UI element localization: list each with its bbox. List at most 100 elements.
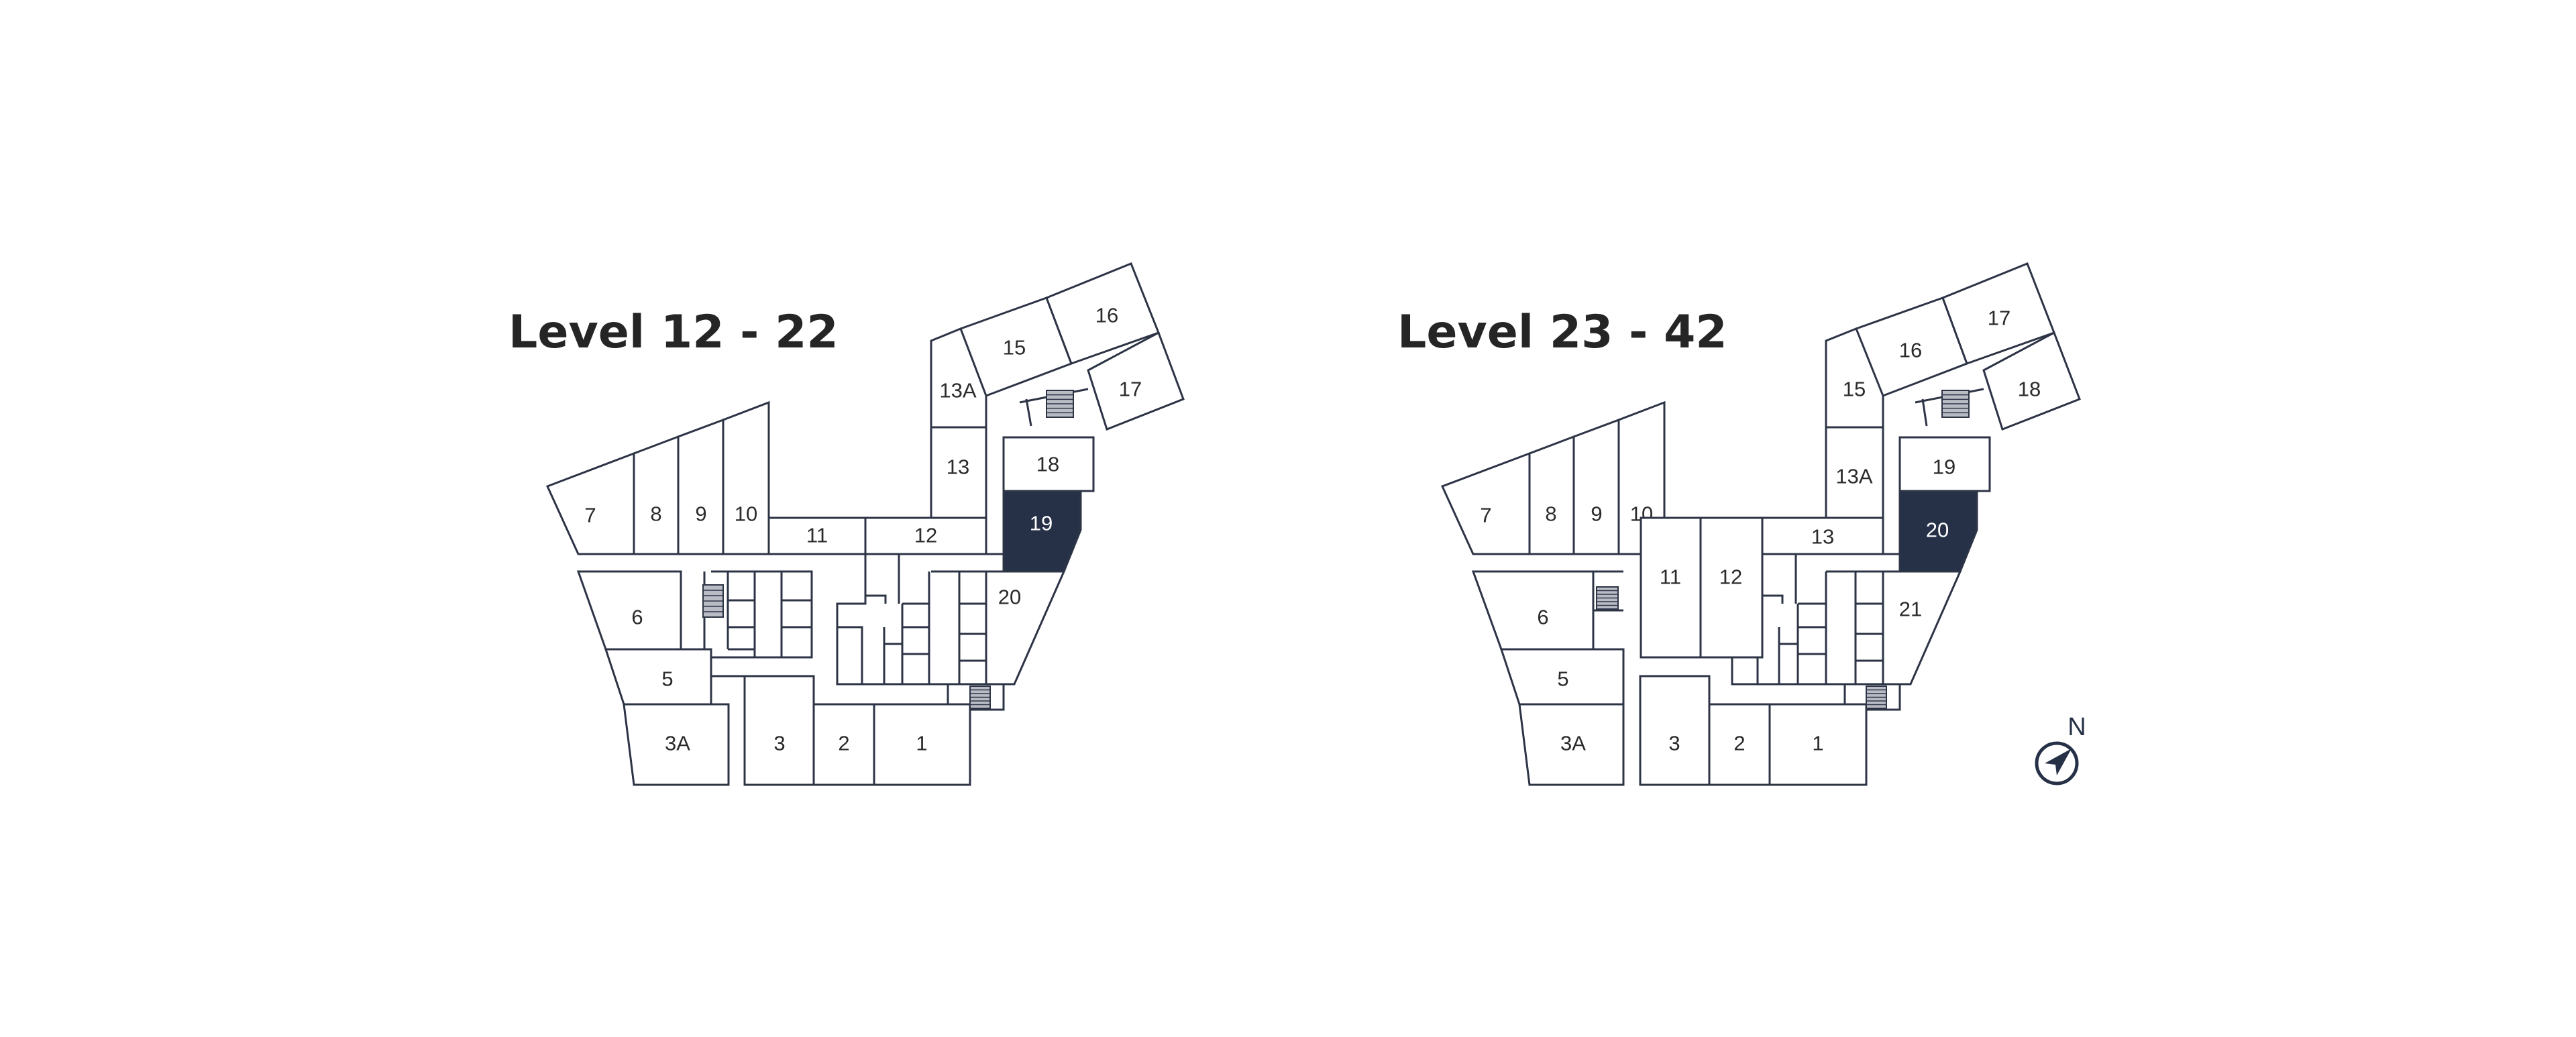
unit-label: 3A <box>1560 732 1586 755</box>
unit-outline[interactable] <box>1639 675 1711 786</box>
stair-icon <box>1046 390 1074 418</box>
unit-6[interactable]: 6 <box>576 570 682 651</box>
unit-label: 21 <box>1899 598 1922 621</box>
unit-20[interactable]: 20 <box>985 570 1066 686</box>
unit-outline[interactable] <box>576 570 682 651</box>
unit-outline[interactable] <box>1768 703 1868 786</box>
unit-label: 3 <box>773 732 785 755</box>
unit-outline[interactable] <box>1087 331 1185 431</box>
unit-outline[interactable] <box>1002 436 1095 492</box>
unit-9[interactable]: 9 <box>677 418 724 555</box>
unit-17[interactable]: 17 <box>1941 262 2055 365</box>
unit-label: 19 <box>1030 512 1053 535</box>
unit-10[interactable]: 10 <box>1617 400 1666 555</box>
unit-1[interactable]: 1 <box>873 703 971 786</box>
core-wall <box>837 626 902 684</box>
unit-outline[interactable] <box>1471 570 1595 651</box>
unit-outline[interactable] <box>743 675 815 786</box>
core-wall <box>1796 602 1826 684</box>
unit-outline[interactable] <box>633 435 680 555</box>
unit-9[interactable]: 9 <box>1572 418 1620 555</box>
unit-21[interactable]: 21 <box>1882 570 1962 686</box>
unit-outline[interactable] <box>985 570 1066 686</box>
unit-outline[interactable] <box>1898 490 1978 573</box>
unit-label: 2 <box>838 732 849 755</box>
unit-1[interactable]: 1 <box>1768 703 1868 786</box>
core-wall <box>1843 684 1901 711</box>
unit-label: 9 <box>695 502 706 526</box>
unit-label: 16 <box>1095 304 1118 327</box>
unit-3[interactable]: 3 <box>1639 675 1711 786</box>
unit-13[interactable]: 13 <box>930 426 987 519</box>
unit-outline[interactable] <box>873 703 971 786</box>
compass-north-label: N <box>2068 713 2086 741</box>
unit-label: 11 <box>1660 565 1681 589</box>
core-wall <box>836 554 987 686</box>
unit-8[interactable]: 8 <box>1528 435 1575 555</box>
unit-19[interactable]: 19 <box>1898 436 1991 492</box>
unit-outline[interactable] <box>1518 703 1625 786</box>
unit-5[interactable]: 5 <box>604 648 712 706</box>
unit-3[interactable]: 3 <box>743 675 815 786</box>
unit-outline[interactable] <box>1002 490 1082 573</box>
unit-outline[interactable] <box>623 703 730 786</box>
unit-2[interactable]: 2 <box>812 703 875 786</box>
unit-outline[interactable] <box>604 648 712 706</box>
unit-11[interactable]: 11 <box>1640 516 1702 659</box>
unit-20[interactable]: 20 <box>1898 490 1978 573</box>
unit-label: 5 <box>1557 667 1568 691</box>
unit-5[interactable]: 5 <box>1499 648 1625 706</box>
unit-10[interactable]: 10 <box>722 400 770 555</box>
unit-8[interactable]: 8 <box>633 435 680 555</box>
unit-6[interactable]: 6 <box>1471 570 1595 651</box>
unit-label: 18 <box>1036 453 1059 476</box>
unit-18[interactable]: 18 <box>1982 331 2081 431</box>
unit-label: 16 <box>1899 339 1922 362</box>
stair-icon <box>702 584 724 618</box>
unit-12[interactable]: 12 <box>864 516 987 555</box>
unit-label: 2 <box>1733 732 1745 755</box>
unit-label: 18 <box>2018 378 2041 401</box>
core-wall <box>1794 554 1883 684</box>
unit-label: 8 <box>1545 502 1556 526</box>
unit-outline[interactable] <box>1882 570 1962 686</box>
unit-17[interactable]: 17 <box>1087 331 1185 431</box>
unit-label: 15 <box>1003 336 1026 360</box>
unit-outline[interactable] <box>1699 516 1764 659</box>
unit-13[interactable]: 13 <box>1761 516 1884 555</box>
unit-label: 8 <box>650 502 661 526</box>
unit-19[interactable]: 19 <box>1002 490 1082 573</box>
unit-label: 12 <box>1719 565 1742 589</box>
unit-13a[interactable]: 13A <box>1825 426 1884 519</box>
unit-3a[interactable]: 3A <box>623 703 730 786</box>
unit-12[interactable]: 12 <box>1699 516 1764 659</box>
unit-label: 3 <box>1668 732 1680 755</box>
unit-outline[interactable] <box>1898 436 1991 492</box>
unit-label: 5 <box>661 667 673 691</box>
unit-label: 6 <box>631 606 643 629</box>
unit-7[interactable]: 7 <box>1440 451 1531 555</box>
unit-outline[interactable] <box>677 418 724 555</box>
core-wall <box>1762 594 1784 604</box>
unit-outline[interactable] <box>1572 418 1620 555</box>
unit-16[interactable]: 16 <box>1855 296 1968 397</box>
unit-outline[interactable] <box>722 400 770 555</box>
unit-label: 13 <box>947 455 969 479</box>
unit-label: 20 <box>1926 518 1949 542</box>
plan-title-levels-23-42: Level 23 - 42 <box>1397 306 1727 359</box>
core-wall <box>865 594 887 604</box>
unit-2[interactable]: 2 <box>1708 703 1771 786</box>
unit-label: 17 <box>1119 378 1142 401</box>
unit-label: 6 <box>1537 606 1548 629</box>
unit-11[interactable]: 11 <box>767 516 867 555</box>
unit-outline[interactable] <box>1528 435 1575 555</box>
unit-18[interactable]: 18 <box>1002 436 1095 492</box>
unit-7[interactable]: 7 <box>545 451 635 555</box>
unit-3a[interactable]: 3A <box>1518 703 1625 786</box>
unit-label: 3A <box>665 732 690 755</box>
core-wall <box>947 684 1005 711</box>
stair-icon <box>1596 586 1619 610</box>
unit-outline[interactable] <box>1982 331 2081 431</box>
unit-label: 19 <box>1933 455 1955 479</box>
